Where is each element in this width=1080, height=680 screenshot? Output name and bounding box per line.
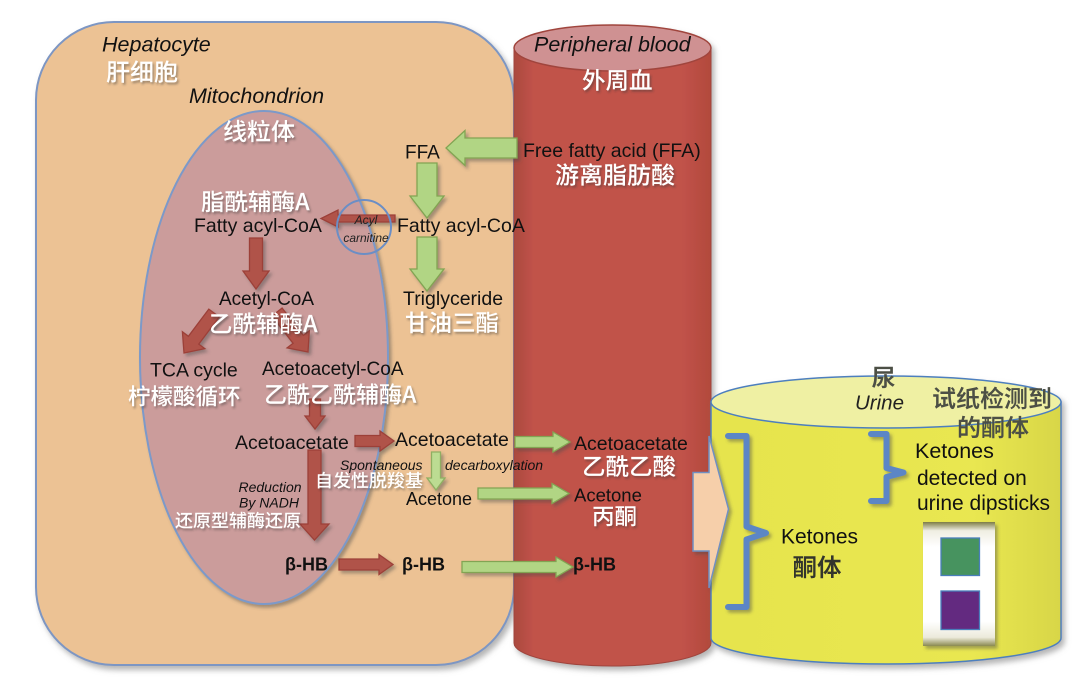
- svg-text:Mitochondrion: Mitochondrion: [189, 84, 324, 108]
- svg-text:Reduction: Reduction: [238, 479, 301, 495]
- svg-text:Peripheral blood: Peripheral blood: [534, 33, 692, 57]
- svg-text:Acetoacetate: Acetoacetate: [574, 433, 688, 455]
- svg-text:Acetoacetyl-CoA: Acetoacetyl-CoA: [262, 359, 404, 380]
- svg-text:Free fatty acid (FFA): Free fatty acid (FFA): [523, 140, 701, 162]
- svg-text:Acetoacetate: Acetoacetate: [395, 429, 509, 451]
- svg-text:β-HB: β-HB: [285, 555, 328, 575]
- svg-text:Urine: Urine: [855, 392, 904, 415]
- svg-text:Ketones: Ketones: [915, 439, 994, 463]
- svg-text:Acetoacetate: Acetoacetate: [235, 432, 349, 454]
- svg-text:FFA: FFA: [405, 143, 440, 164]
- svg-text:Acyl: Acyl: [354, 213, 378, 227]
- svg-text:Ketones: Ketones: [781, 526, 858, 549]
- svg-text:TCA cycle: TCA cycle: [150, 360, 238, 382]
- svg-text:decarboxylation: decarboxylation: [445, 457, 543, 473]
- svg-text:β-HB: β-HB: [402, 555, 445, 575]
- svg-text:detected on: detected on: [917, 467, 1027, 490]
- svg-text:Acetone: Acetone: [574, 485, 642, 506]
- svg-text:Hepatocyte: Hepatocyte: [102, 33, 211, 57]
- svg-text:Acetyl-CoA: Acetyl-CoA: [219, 289, 314, 310]
- svg-text:carnitine: carnitine: [343, 231, 389, 245]
- svg-text:urine dipsticks: urine dipsticks: [917, 492, 1050, 515]
- svg-text:Fatty acyl-CoA: Fatty acyl-CoA: [194, 215, 322, 237]
- svg-text:Acetone: Acetone: [406, 489, 472, 509]
- svg-text:Fatty acyl-CoA: Fatty acyl-CoA: [397, 215, 525, 237]
- svg-text:By NADH: By NADH: [239, 495, 300, 511]
- svg-text:Triglyceride: Triglyceride: [403, 288, 503, 310]
- svg-text:Spontaneous: Spontaneous: [340, 457, 423, 473]
- svg-text:β-HB: β-HB: [573, 555, 616, 575]
